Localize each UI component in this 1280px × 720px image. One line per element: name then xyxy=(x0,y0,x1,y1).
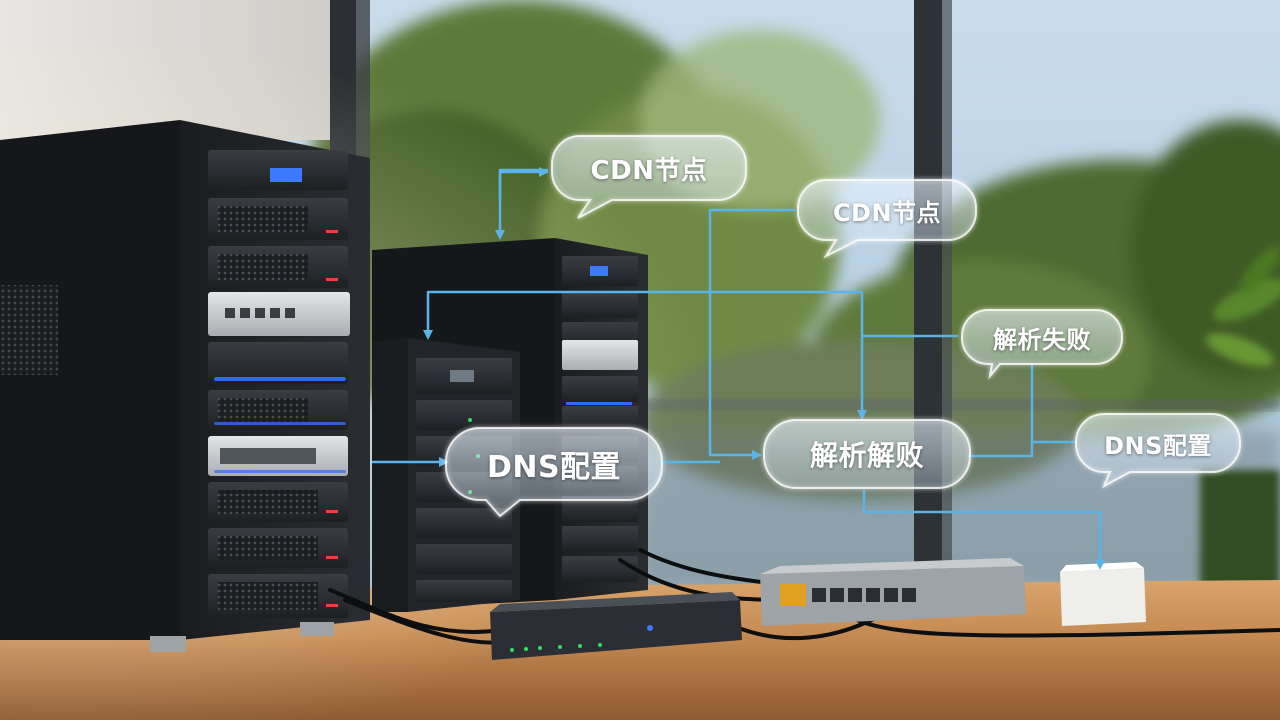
arrow-icon xyxy=(498,167,549,200)
server-rack-icon xyxy=(0,120,370,652)
speech-bubble-parse-fail xyxy=(961,309,1123,380)
router-icon xyxy=(490,592,742,660)
speech-bubble-dns-center xyxy=(445,427,663,518)
arrow-icon xyxy=(423,290,862,340)
label-dns-center: DNS配置 xyxy=(486,450,622,485)
label-parse-fail: 解析失败 xyxy=(993,325,1091,354)
arrow-icon xyxy=(862,490,1105,570)
label-dns-right: DNS配置 xyxy=(1104,431,1212,460)
speech-bubble-parse-fail-alt xyxy=(763,419,971,489)
speech-bubble-cdn-right xyxy=(797,179,977,259)
speech-bubble-dns-right xyxy=(1075,413,1241,489)
arrow-icon xyxy=(708,208,795,460)
network-switch-icon xyxy=(760,558,1026,626)
label-cdn-right: CDN节点 xyxy=(832,198,942,227)
speech-bubble-cdn-top xyxy=(551,135,747,219)
label-parse-fail-alt: 解析解败 xyxy=(809,439,924,472)
label-cdn-top: CDN节点 xyxy=(590,155,708,186)
arrow-icon xyxy=(495,168,548,240)
